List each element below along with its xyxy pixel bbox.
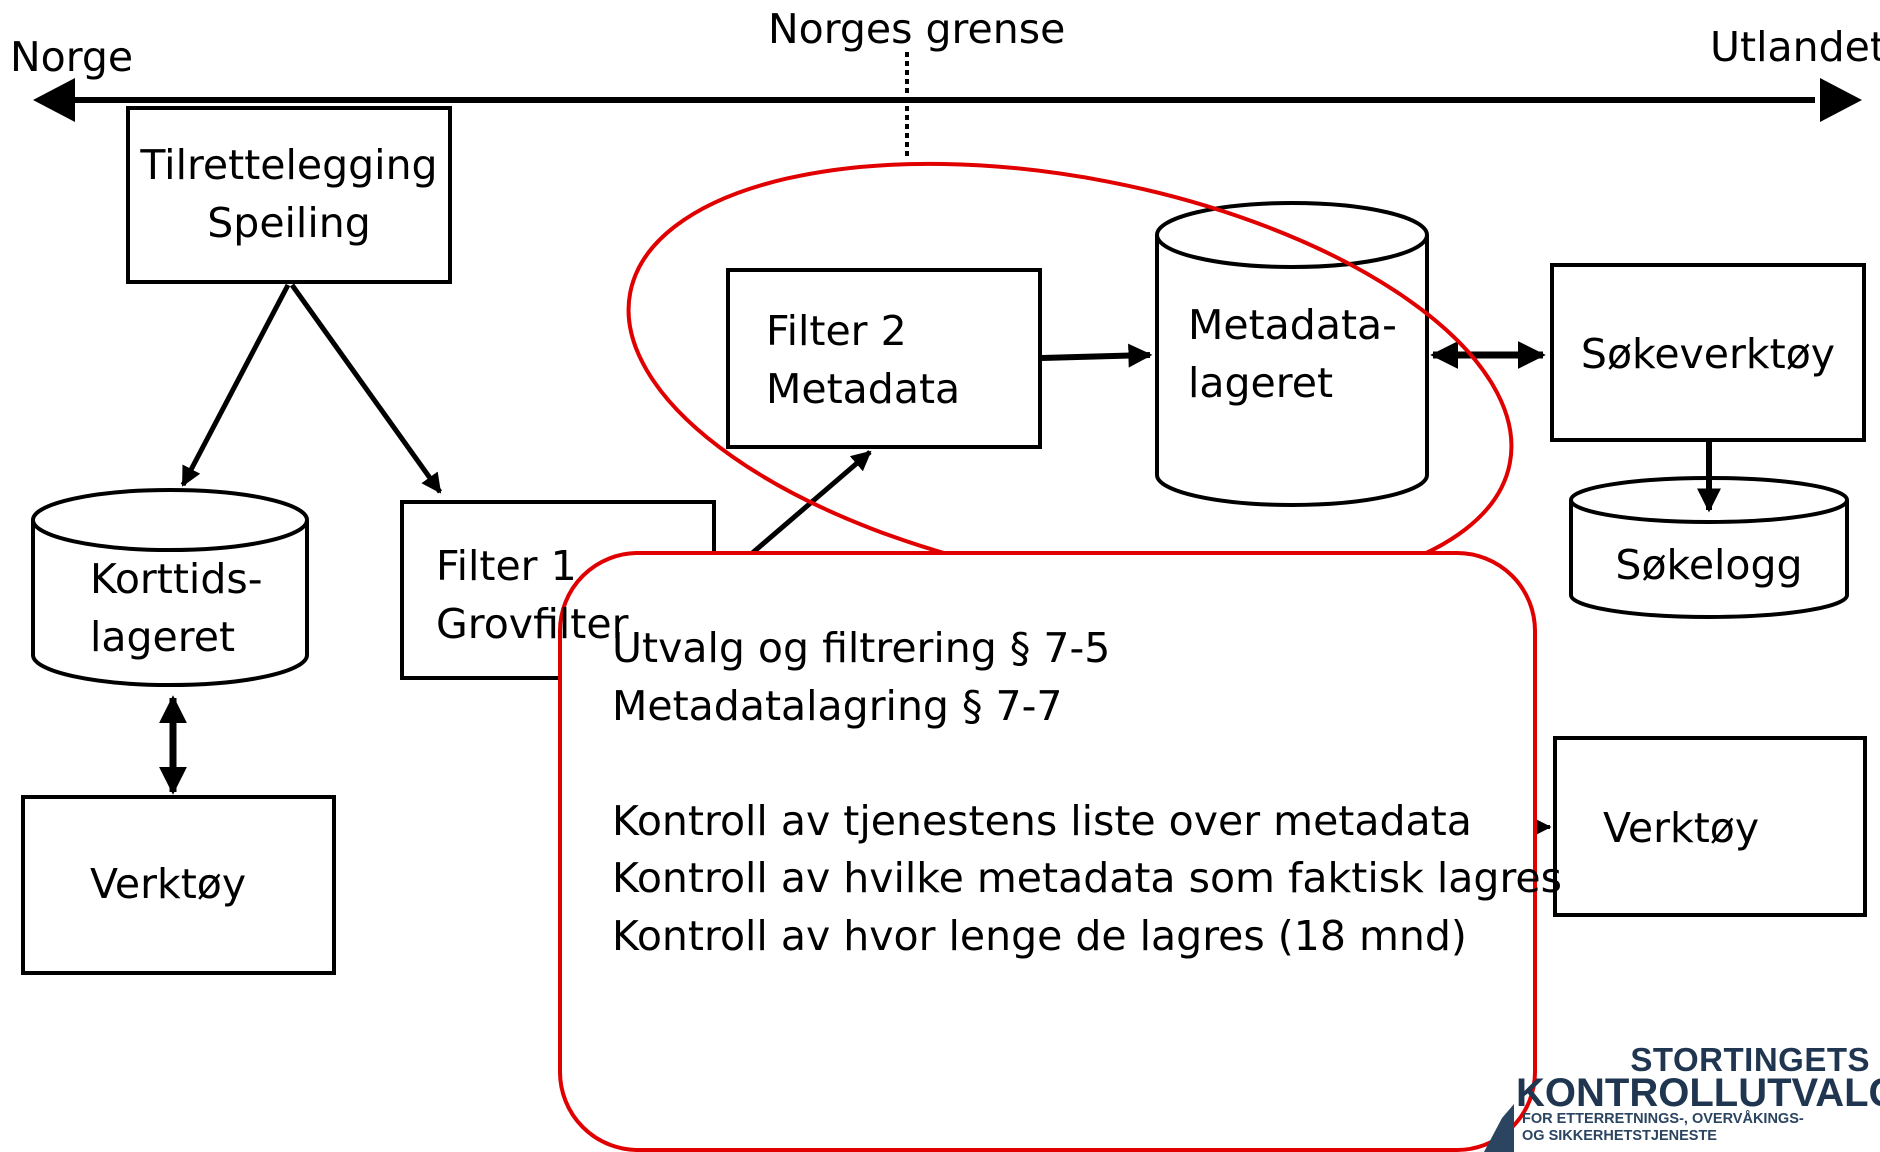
axis-center-label: Norges grense — [768, 5, 1066, 53]
sokeverktoy-label: Søkeverktøy — [1580, 330, 1836, 378]
logo-line1: STORTINGETS — [1630, 1041, 1870, 1078]
verktoy-left-box — [21, 795, 336, 975]
logo-mark — [1484, 1104, 1514, 1152]
border-axis — [33, 78, 1862, 122]
logo-line2: KONTROLLUTVALG — [1516, 1071, 1880, 1115]
filter1-label: Filter 1 Grovfilter — [436, 542, 629, 648]
arrow-to-filter1 — [289, 283, 443, 494]
metadatalageret-label: Metadata- lageret — [1188, 301, 1397, 407]
logo-line3: FOR ETTERRETNINGS-, OVERVÅKINGS- — [1522, 1111, 1804, 1127]
callout-line: Kontroll av hvor lenge de lagres (18 mnd… — [612, 911, 1467, 960]
sokelogg-label: Søkelogg — [1615, 541, 1803, 589]
callout-line: Kontroll av tjenestens liste over metada… — [612, 796, 1472, 845]
axis-left-label: Norge — [10, 33, 134, 81]
axis-right-label: Utlandet — [1710, 23, 1880, 71]
korttidslageret-cylinder — [31, 488, 309, 687]
logo-line4: OG SIKKERHETSTJENESTE — [1522, 1128, 1717, 1144]
callout-line: Utvalg og filtrering § 7-5 — [612, 624, 1111, 672]
verktoy-right-label: Verktøy — [1603, 804, 1760, 852]
tilrettelegging-label: Tilrettelegging Speiling — [140, 141, 438, 247]
logo: STORTINGETS KONTROLLUTVALG FOR ETTERRETN… — [1516, 1041, 1880, 1152]
callout-line: Kontroll av hvilke metadata som faktisk … — [612, 854, 1562, 902]
callout-box — [558, 551, 1537, 1152]
arrow-filter2-metadata — [1041, 343, 1153, 368]
korttidslageret-label: Korttids- lageret — [90, 555, 263, 661]
filter2-label: Filter 2 Metadata — [766, 307, 961, 413]
arrow-to-korttid — [180, 283, 291, 487]
tilrettelegging-box — [126, 106, 452, 284]
verktoy-left-label: Verktøy — [90, 860, 247, 908]
callout-line — [612, 735, 1562, 793]
filter2-box — [726, 268, 1042, 449]
sokeverktoy-box — [1550, 263, 1866, 442]
callout-text: Utvalg og filtrering § 7-5 Metadatalagri… — [612, 620, 1562, 965]
callout-line: Metadatalagring § 7-7 — [612, 681, 1063, 730]
verktoy-right-box — [1553, 736, 1867, 917]
